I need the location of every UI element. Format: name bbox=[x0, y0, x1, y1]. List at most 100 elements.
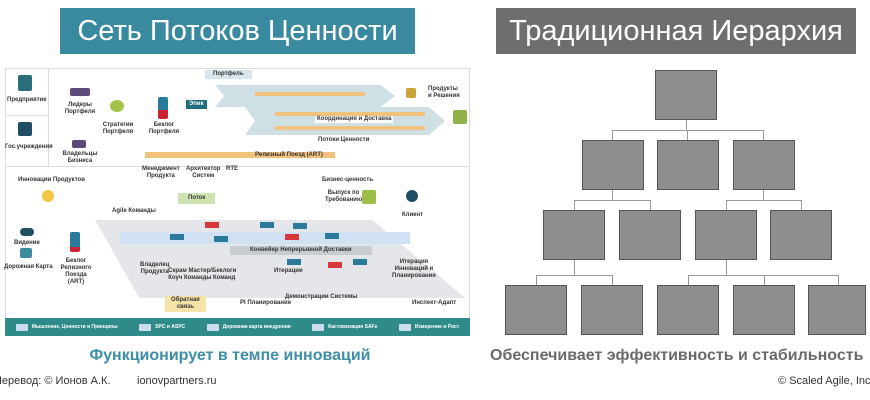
iterations-label: Итерации bbox=[274, 268, 303, 274]
inspect-adapt-label: Инспект-Адапт bbox=[412, 300, 457, 306]
story-tag bbox=[293, 223, 307, 229]
org-box bbox=[655, 70, 717, 120]
pi-planning-label: PI Планирование bbox=[240, 300, 292, 306]
cd-pipeline-label: Конвейер Непрерывной Доставки bbox=[230, 246, 372, 255]
org-box bbox=[733, 140, 795, 190]
connector bbox=[688, 275, 838, 276]
value-streams-label: Потоки Ценности bbox=[318, 137, 370, 143]
government-icon bbox=[18, 122, 32, 136]
band-label: SPC и ASPC bbox=[155, 324, 186, 330]
connector bbox=[763, 130, 764, 140]
org-box bbox=[808, 285, 866, 335]
stream-stripe bbox=[255, 92, 365, 96]
org-box bbox=[619, 210, 681, 260]
art-backlog-label: Беклог Релизного Поезда (ART) bbox=[60, 258, 92, 285]
foundation-band: Мышление, Ценности и Принципы SPC и ASPC… bbox=[5, 318, 470, 336]
customer-icon bbox=[406, 190, 418, 202]
band-label: Кастомизация SAFe bbox=[328, 324, 378, 330]
connector bbox=[574, 200, 651, 201]
art-bar bbox=[145, 152, 335, 158]
org-box bbox=[695, 210, 757, 260]
stream-stripe bbox=[275, 126, 425, 130]
coordination-label: Координация и Доставка bbox=[315, 116, 394, 123]
customer-label: Клиент bbox=[402, 212, 424, 218]
strategy-icon bbox=[110, 100, 124, 112]
band-item[interactable]: Мышление, Ценности и Принципы bbox=[15, 323, 118, 331]
system-architect-label: Архитектор Систем bbox=[186, 166, 221, 179]
connector bbox=[574, 260, 575, 275]
connector bbox=[574, 200, 575, 210]
stream-stripe bbox=[275, 112, 425, 116]
flow-arrow: Поток bbox=[178, 193, 216, 204]
product-management-label: Менеджмент Продукта bbox=[142, 166, 180, 179]
enterprise-label: Предприятие bbox=[7, 97, 47, 103]
map-icon bbox=[20, 248, 32, 258]
business-value-label: Бизнес-ценность bbox=[322, 177, 374, 183]
business-owners-label: Владельцы Бизнеса bbox=[62, 151, 98, 164]
art-label: Релизный Поезд (ART) bbox=[255, 152, 323, 158]
org-box bbox=[733, 285, 795, 335]
strategy-label: Стратегии Портфеля bbox=[102, 122, 134, 135]
org-box bbox=[770, 210, 832, 260]
roadmap-label: Дорожная Карта bbox=[4, 264, 53, 270]
mindset-icon bbox=[15, 323, 28, 331]
band-item[interactable]: SPC и ASPC bbox=[139, 323, 186, 331]
enabler-tag bbox=[328, 262, 342, 268]
band-item[interactable]: Кастомизация SAFe bbox=[312, 323, 378, 331]
connector bbox=[536, 275, 612, 276]
roadmap-icon bbox=[206, 323, 219, 331]
rte-label: RTE bbox=[226, 166, 238, 172]
enabler-tag bbox=[205, 222, 219, 228]
team-backlogs-label: Беклоги Команд bbox=[212, 268, 237, 281]
value-stream-arrow bbox=[215, 85, 395, 107]
connector bbox=[763, 190, 764, 200]
connector bbox=[726, 200, 802, 201]
portfolio-backlog-label: Беклог Портфеля bbox=[148, 122, 180, 135]
story-tag bbox=[353, 259, 367, 265]
divider bbox=[5, 166, 470, 167]
connector bbox=[764, 275, 765, 285]
org-box bbox=[657, 140, 719, 190]
spc-icon bbox=[139, 323, 152, 331]
band-item[interactable]: Измерение и Рост bbox=[398, 323, 459, 331]
cd-band bbox=[120, 232, 410, 244]
sliders-icon bbox=[312, 323, 325, 331]
people-icon bbox=[72, 140, 86, 148]
enabler-tag bbox=[285, 234, 299, 240]
connector bbox=[687, 130, 688, 140]
copyright: © Scaled Agile, Inc. bbox=[778, 375, 870, 387]
story-tag bbox=[260, 222, 274, 228]
gov-label: Гос.учреждения bbox=[5, 144, 53, 150]
connector bbox=[686, 120, 687, 130]
building-icon bbox=[18, 75, 32, 91]
site-link[interactable]: ionovpartners.ru bbox=[137, 375, 217, 387]
scrum-master-label: Скрам Мастер/ Коуч Команды bbox=[168, 268, 212, 281]
connector bbox=[801, 200, 802, 210]
divider bbox=[48, 68, 49, 166]
vision-label: Видение bbox=[14, 240, 40, 246]
release-cube-icon bbox=[362, 190, 376, 204]
org-box bbox=[543, 210, 605, 260]
right-subtitle: Обеспечивает эффективность и стабильност… bbox=[490, 347, 864, 364]
traditional-hierarchy-title: Традиционная Иерархия bbox=[496, 8, 856, 54]
products-label: Продукты и Решения bbox=[428, 86, 460, 99]
feature-tag bbox=[214, 236, 228, 242]
product-owner-label: Владелец Продукта bbox=[140, 262, 170, 275]
band-item[interactable]: Дорожная карта внедрения bbox=[206, 323, 291, 331]
value-stream-network-title: Сеть Потоков Ценности bbox=[60, 8, 415, 54]
connector bbox=[612, 130, 613, 140]
connector bbox=[650, 200, 651, 210]
connector bbox=[612, 130, 764, 131]
portfolio-label: Портфель bbox=[205, 70, 252, 79]
story-tag bbox=[287, 259, 301, 265]
connector bbox=[726, 260, 727, 275]
org-box bbox=[505, 285, 567, 335]
epic-tag: Эпик bbox=[186, 100, 207, 109]
org-box bbox=[657, 285, 719, 335]
connector bbox=[726, 200, 727, 210]
system-demos-label: Демонстрации Системы bbox=[285, 294, 358, 300]
band-label: Дорожная карта внедрения bbox=[222, 324, 291, 330]
backlog-icon bbox=[158, 97, 168, 119]
gauge-icon bbox=[398, 323, 411, 331]
innovation-label: Инновации Продуктов bbox=[18, 177, 85, 183]
